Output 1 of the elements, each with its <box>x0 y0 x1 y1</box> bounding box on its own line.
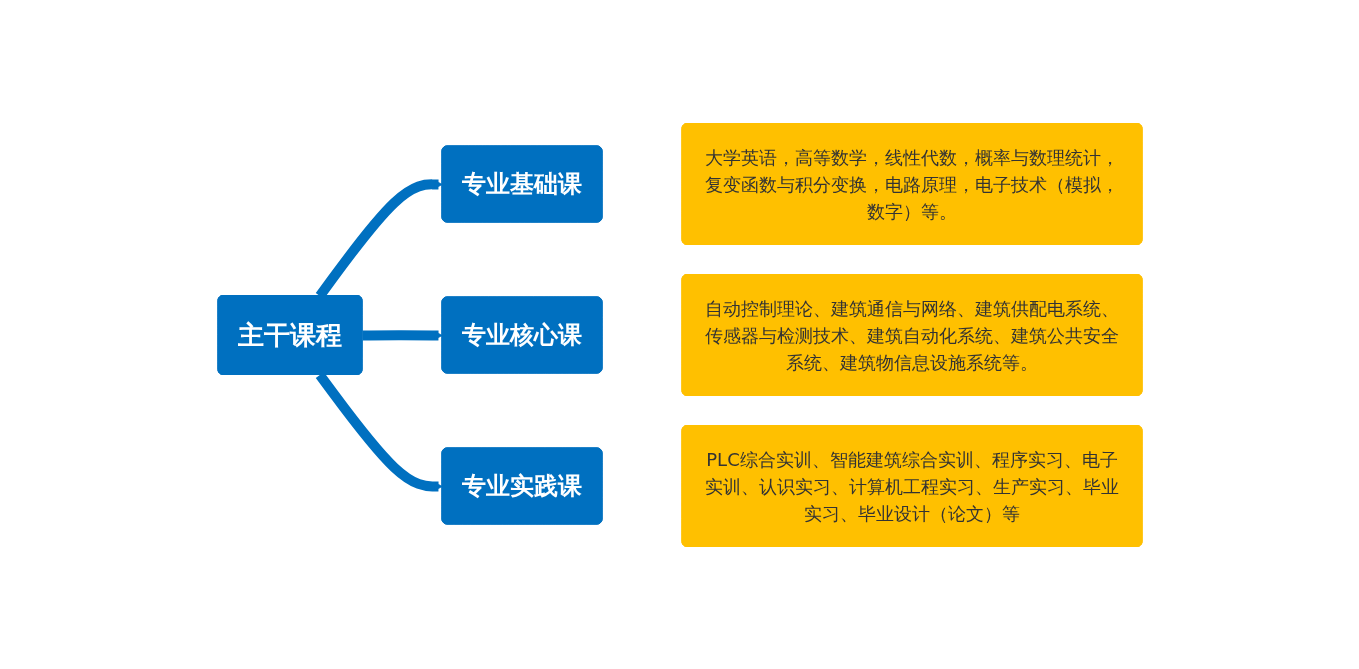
arrow <box>361 329 443 340</box>
